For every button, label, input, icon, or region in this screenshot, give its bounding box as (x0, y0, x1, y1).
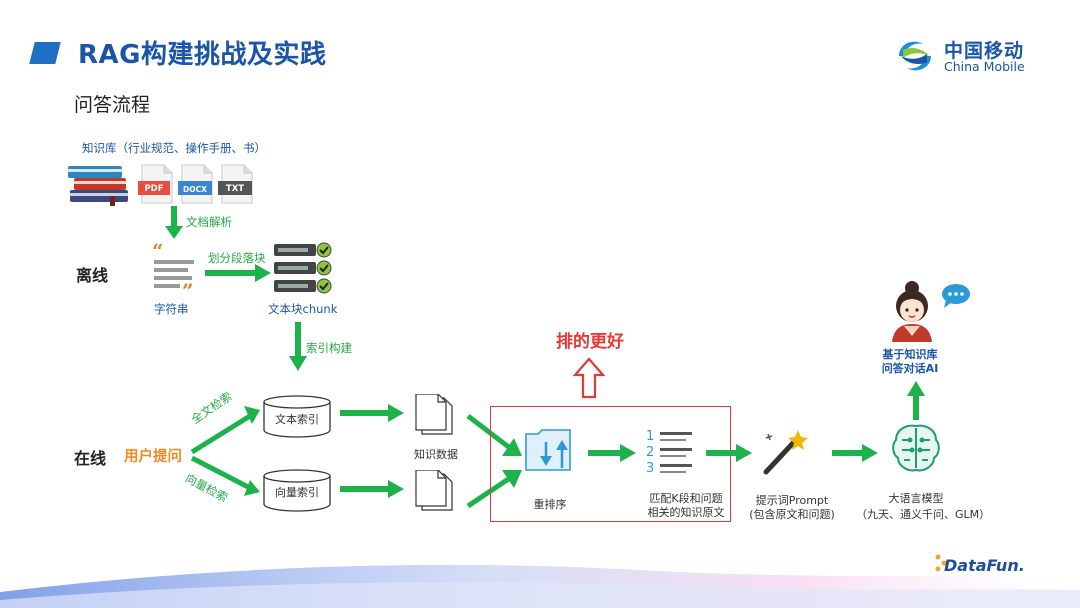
text-chunks-icon (274, 242, 332, 294)
svg-text:1: 1 (646, 429, 654, 444)
bottom-decorative-wave (0, 564, 1080, 608)
branch-arrows-icon (190, 406, 260, 496)
text-index-database-icon (263, 395, 331, 438)
svg-text:”: ” (182, 279, 194, 294)
text-index-to-data-arrow-icon (340, 404, 404, 422)
vector-index-label: 向量索引 (275, 486, 319, 499)
topk-to-prompt-arrow-icon (706, 444, 752, 462)
llm-to-ai-arrow-icon (907, 381, 925, 420)
prompt-to-llm-arrow-icon (832, 444, 878, 462)
chunking-arrow-icon (205, 264, 271, 282)
knowledge-base-title: 知识库（行业规范、操作手册、书） (82, 141, 266, 155)
china-mobile-logo-icon (899, 41, 931, 71)
pdf-file-label: PDF (144, 184, 164, 194)
docx-file-icon (178, 164, 213, 204)
text-index-label: 文本索引 (275, 413, 319, 426)
rerank-label: 重排序 (533, 498, 567, 511)
online-label: 在线 (74, 449, 107, 468)
docx-file-label: DOCX (183, 185, 207, 194)
user-question-label: 用户提问 (124, 449, 182, 465)
rank-better-label: 排的更好 (556, 332, 624, 352)
knowledge-document-icon (415, 470, 453, 511)
rerank-sort-icon (525, 429, 571, 471)
page-title: RAG构建挑战及实践 (78, 40, 327, 70)
parse-arrow-icon (165, 206, 183, 239)
magic-wand-icon (763, 430, 808, 475)
string-quote-icon: “ ” (152, 242, 194, 294)
chunk-label: 文本块chunk (268, 302, 338, 316)
vector-index-to-data-arrow-icon (340, 480, 404, 498)
string-label: 字符串 (154, 302, 189, 316)
ai-label-line1: 基于知识库 (882, 348, 938, 361)
converge-arrows-icon (466, 414, 522, 509)
chunking-label: 划分段落块 (208, 251, 266, 265)
topk-label-line1: 匹配K段和问题 (649, 492, 723, 505)
parse-label: 文档解析 (186, 215, 232, 229)
logo-english-name: China Mobile (944, 59, 1025, 74)
offline-label: 离线 (76, 266, 109, 285)
txt-file-icon (218, 164, 253, 204)
books-icon (68, 166, 128, 206)
llm-label-line1: 大语言模型 (888, 492, 944, 505)
logo-chinese-name: 中国移动 (944, 40, 1025, 62)
section-title: 问答流程 (74, 94, 151, 116)
ai-assistant-avatar-icon (892, 281, 970, 342)
prompt-label-line2: (包含原文和问题) (749, 508, 835, 521)
datafun-brand: DataFun. (944, 556, 1025, 575)
rerank-highlight-box (490, 406, 731, 522)
vector-index-database-icon (263, 469, 331, 512)
llm-label-line2: （九天、通义千问、GLM） (856, 508, 991, 521)
svg-text:3: 3 (646, 461, 654, 474)
knowledge-document-icon (415, 394, 453, 435)
knowledge-data-label: 知识数据 (414, 448, 458, 461)
ai-label-line2: 问答对话AI (881, 362, 939, 375)
index-build-label: 索引构建 (306, 341, 352, 355)
svg-text:2: 2 (646, 445, 654, 460)
pdf-file-icon (138, 164, 173, 204)
prompt-label-line1: 提示词Prompt (755, 494, 829, 507)
index-build-arrow-icon (289, 322, 307, 371)
up-arrow-outline-icon (573, 357, 605, 399)
datafun-logo-dots-icon (935, 554, 947, 572)
topk-label-line2: 相关的知识原文 (647, 506, 725, 519)
llm-brain-icon (892, 424, 940, 472)
rerank-to-topk-arrow-icon (588, 444, 636, 462)
numbered-list-icon: 1 2 3 (646, 429, 692, 474)
svg-text:“: “ (152, 242, 164, 263)
txt-file-label: TXT (225, 184, 245, 194)
title-accent-bar (29, 42, 61, 64)
